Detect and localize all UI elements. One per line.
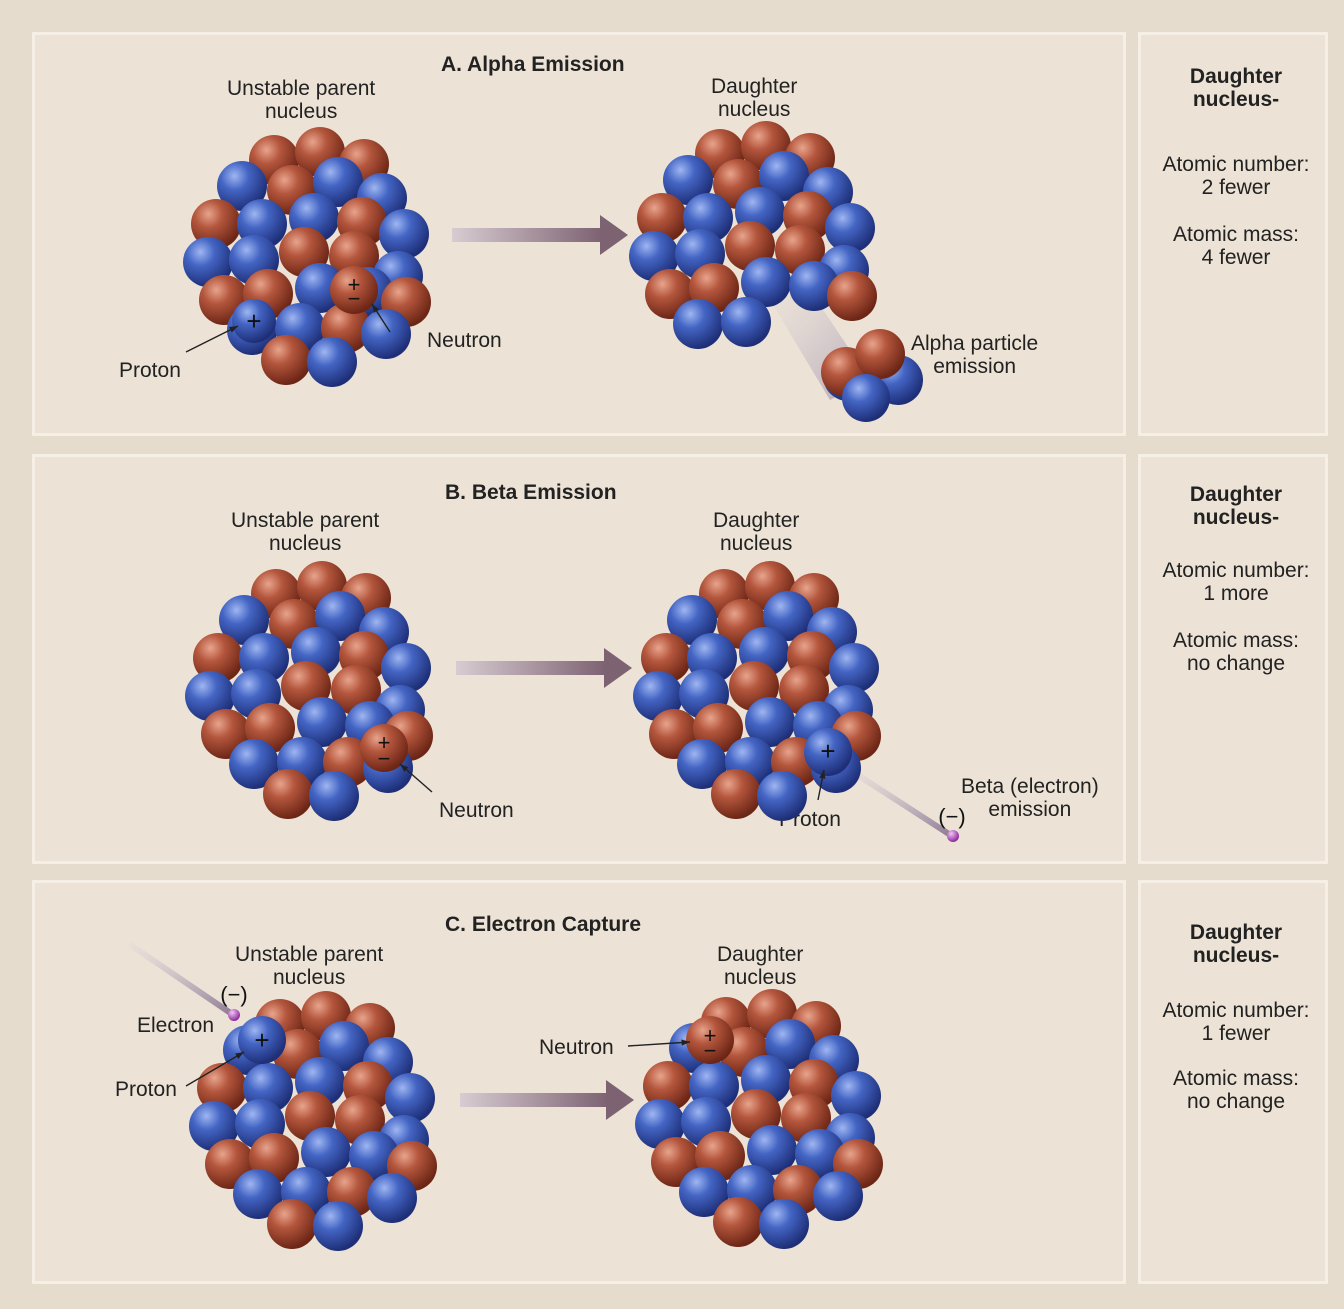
proton-sphere — [313, 1201, 363, 1251]
neutron-sphere — [267, 1199, 317, 1249]
neutron-sphere — [855, 329, 905, 379]
electron-sphere — [947, 830, 959, 842]
daughter-nucleus-c — [635, 989, 883, 1249]
daughter-nucleus-a — [629, 121, 877, 349]
electron-charge: (−) — [938, 804, 966, 829]
proton-sphere — [673, 299, 723, 349]
parent-nucleus-a — [183, 127, 431, 387]
proton-sphere — [367, 1173, 417, 1223]
neutron-sphere — [713, 1197, 763, 1247]
plus-sign: + — [254, 1025, 269, 1055]
minus-sign: − — [704, 1038, 717, 1063]
proton-sphere — [307, 337, 357, 387]
electron-trail — [132, 946, 232, 1014]
proton-sphere — [385, 1073, 435, 1123]
proton-sphere — [757, 771, 807, 821]
proton-sphere — [361, 309, 411, 359]
minus-sign: − — [378, 746, 391, 771]
proton-sphere — [829, 643, 879, 693]
proton-sphere — [825, 203, 875, 253]
plus-sign: + — [246, 306, 261, 336]
transition-arrow — [460, 1080, 634, 1120]
proton-sphere — [381, 643, 431, 693]
proton-sphere — [309, 771, 359, 821]
transition-arrow — [452, 215, 628, 255]
proton-sphere — [813, 1171, 863, 1221]
parent-nucleus-b — [185, 561, 433, 821]
daughter-nucleus-b — [633, 561, 881, 821]
proton-sphere — [721, 297, 771, 347]
proton-sphere — [759, 1199, 809, 1249]
plus-sign: + — [820, 736, 835, 766]
neutron-sphere — [827, 271, 877, 321]
neutron-sphere — [263, 769, 313, 819]
proton-sphere — [379, 209, 429, 259]
beta-trail — [850, 770, 952, 836]
neutron-sphere — [711, 769, 761, 819]
parent-nucleus-c — [189, 991, 437, 1251]
minus-sign: − — [348, 286, 361, 311]
neutron-sphere — [261, 335, 311, 385]
transition-arrow — [456, 648, 632, 688]
electron-charge: (−) — [220, 982, 248, 1007]
proton-sphere — [831, 1071, 881, 1121]
electron-sphere — [228, 1009, 240, 1021]
proton-sphere — [842, 374, 890, 422]
